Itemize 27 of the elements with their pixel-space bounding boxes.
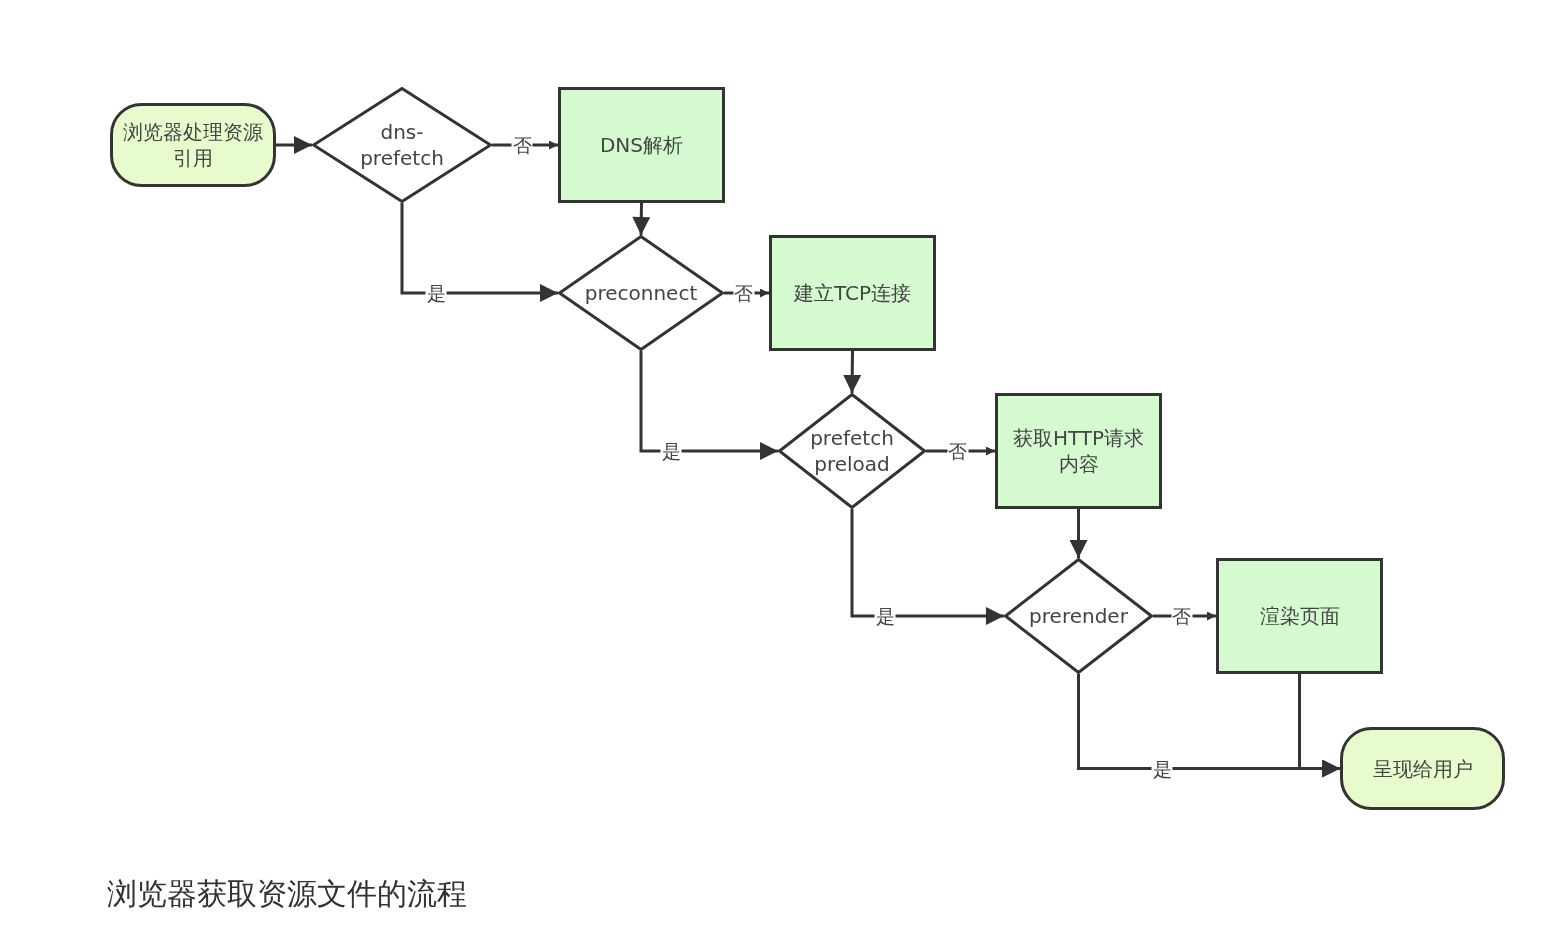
edge-label: 是 xyxy=(660,441,682,461)
decision-diamond: dns-prefetch xyxy=(312,87,492,203)
arrow xyxy=(400,203,558,302)
terminal-shape: 呈现给用户 xyxy=(1340,727,1505,810)
edge-label: 否 xyxy=(1171,606,1192,626)
arrow xyxy=(276,136,312,154)
arrow xyxy=(850,509,1004,625)
decision-diamond: prefetch preload xyxy=(778,393,926,509)
decision-diamond: prerender xyxy=(1004,558,1153,674)
caption: 浏览器获取资源文件的流程 xyxy=(107,875,467,913)
arrow xyxy=(1298,674,1340,778)
edge-label: 是 xyxy=(874,606,896,626)
edge-label: 否 xyxy=(947,441,968,461)
arrow xyxy=(639,351,778,460)
edge-label: 是 xyxy=(1151,758,1173,779)
decision-diamond: preconnect xyxy=(558,235,724,351)
process-box: 获取HTTP请求内容 xyxy=(995,393,1162,509)
process-box: 渲染页面 xyxy=(1216,558,1383,674)
process-box: DNS解析 xyxy=(558,87,725,203)
edge-label: 否 xyxy=(511,135,533,155)
edge-label: 否 xyxy=(733,283,754,303)
arrow xyxy=(1069,509,1088,558)
process-box: 建立TCP连接 xyxy=(769,235,936,351)
arrow xyxy=(632,202,651,236)
edge-label: 是 xyxy=(425,283,447,303)
arrow xyxy=(843,351,862,393)
terminal-shape: 浏览器处理资源引用 xyxy=(110,103,276,187)
